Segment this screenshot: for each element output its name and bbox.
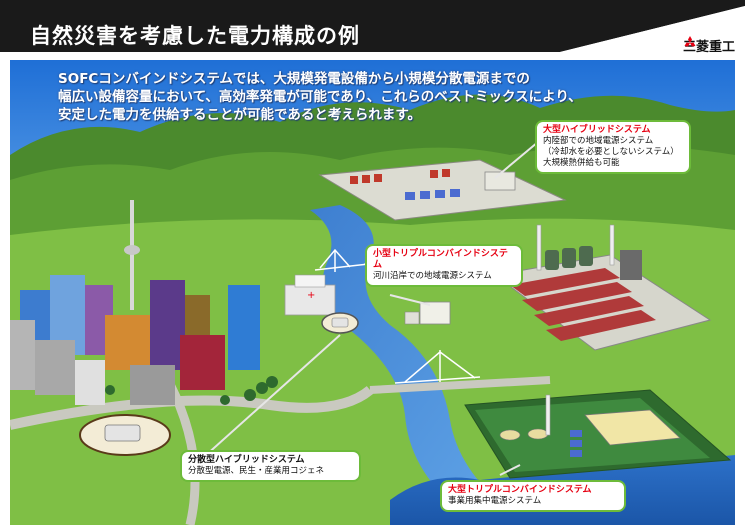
callout-line: 河川沿岸での地域電源システム — [373, 271, 492, 281]
intro-line: SOFCコンバインドシステムでは、大規模発電設備から小規模分散電源までの — [58, 71, 530, 87]
callout-line: 大規模熱併給も可能 — [543, 158, 620, 168]
three-diamonds-icon — [684, 36, 696, 47]
company-logo: 三菱重工 — [683, 36, 735, 55]
callout-line: 内陸部での地域電源システム — [543, 136, 654, 146]
callout-small-triple: 小型トリプルコンバインドシステム 河川沿岸での地域電源システム — [365, 244, 523, 287]
callout-title: 小型トリプルコンバインドシステム — [373, 249, 508, 270]
callout-line: 事業用集中電源システム — [448, 496, 542, 506]
callout-line: （冷却水を必要としないシステム） — [543, 147, 679, 157]
intro-text: SOFCコンバインドシステムでは、大規模発電設備から小規模分散電源までの 幅広い… — [58, 70, 698, 124]
callout-title: 大型ハイブリッドシステム — [543, 125, 651, 135]
callout-large-hybrid: 大型ハイブリッドシステム 内陸部での地域電源システム （冷却水を必要としないシス… — [535, 120, 691, 174]
header-background — [0, 0, 745, 60]
callout-title: 大型トリプルコンバインドシステム — [448, 485, 592, 495]
page-title: 自然災害を考慮した電力構成の例 — [30, 24, 360, 48]
callout-line: 分散型電源、民生・産業用コジェネ — [188, 466, 325, 476]
svg-text:+: + — [307, 290, 315, 301]
city-buildings: + — [10, 200, 336, 405]
logo-text: 三菱重工 — [682, 40, 735, 55]
callout-title: 分散型ハイブリッドシステム — [188, 455, 305, 465]
callout-distributed-hybrid: 分散型ハイブリッドシステム 分散型電源、民生・産業用コジェネ — [180, 450, 361, 482]
intro-line: 安定した電力を供給することが可能であると考えられます。 — [58, 107, 422, 123]
intro-line: 幅広い設備容量において、高効率発電が可能であり、これらのベストミックスにより、 — [58, 89, 582, 105]
header-bar: 自然災害を考慮した電力構成の例 三菱重工 — [0, 0, 745, 60]
callout-large-triple: 大型トリプルコンバインドシステム 事業用集中電源システム — [440, 480, 626, 512]
